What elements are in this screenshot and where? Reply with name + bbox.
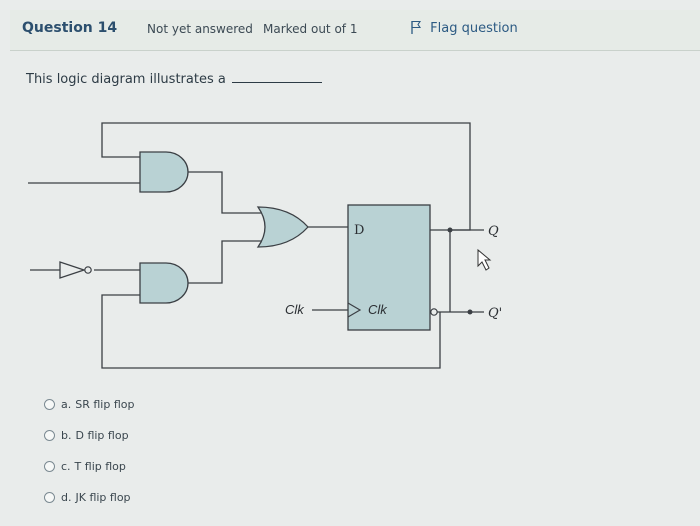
option-a-letter: a.: [61, 397, 72, 411]
flip-flop-box: [347, 204, 431, 331]
not-gate-bubble: [84, 266, 92, 274]
clock-input-triangle: [347, 302, 362, 318]
option-a-label: SR flip flop: [75, 397, 135, 411]
qbar-output-label: Q': [488, 306, 502, 321]
feedback-wire-qbar: [101, 294, 441, 369]
option-c-label: T flip flop: [74, 459, 126, 473]
and-gate-1: [139, 151, 189, 193]
and1-output-wire: [188, 171, 262, 214]
question-text: This logic diagram illustrates a: [26, 72, 322, 87]
answer-blank: [231, 82, 322, 83]
qbar-bubble: [430, 308, 438, 316]
and2-output-wire: [188, 240, 262, 284]
question-number: 14: [97, 20, 118, 36]
option-c-letter: c.: [61, 459, 71, 473]
mouse-cursor-icon: [477, 248, 492, 271]
question-info-bar: Question 14 Not yet answered Marked out …: [10, 10, 700, 51]
option-b-label: D flip flop: [75, 428, 129, 442]
answer-status: Not yet answered: [147, 22, 253, 36]
q-junction-dot: [447, 227, 453, 233]
option-d[interactable]: d. JK flip flop: [44, 489, 131, 505]
question-label: Question: [22, 20, 93, 36]
clk-box-label: Clk: [368, 302, 388, 317]
flag-question-label: Flag question: [430, 21, 518, 36]
marks-info: Marked out of 1: [263, 22, 358, 36]
option-b-radio[interactable]: [44, 429, 55, 441]
option-d-letter: d.: [61, 490, 72, 504]
question-prompt: This logic diagram illustrates a: [26, 72, 226, 87]
clk-input-label: Clk: [285, 302, 305, 317]
q-output-label: Q: [488, 224, 499, 239]
not-gate: [59, 261, 87, 279]
option-d-radio[interactable]: [44, 491, 55, 503]
or-gate: [256, 206, 309, 248]
qbar-junction-dot: [467, 309, 473, 315]
flag-question-button[interactable]: Flag question: [410, 20, 518, 36]
flag-icon: [411, 20, 422, 34]
option-b-letter: b.: [61, 428, 72, 442]
option-a-radio[interactable]: [44, 398, 55, 410]
question-number-label: Question 14: [22, 20, 117, 36]
option-c[interactable]: c. T flip flop: [44, 458, 126, 474]
option-a[interactable]: a. SR flip flop: [44, 396, 134, 412]
option-b[interactable]: b. D flip flop: [44, 427, 129, 443]
option-d-label: JK flip flop: [75, 490, 131, 504]
and-gate-2: [139, 262, 189, 304]
option-c-radio[interactable]: [44, 460, 55, 472]
d-input-label: D: [354, 223, 364, 238]
